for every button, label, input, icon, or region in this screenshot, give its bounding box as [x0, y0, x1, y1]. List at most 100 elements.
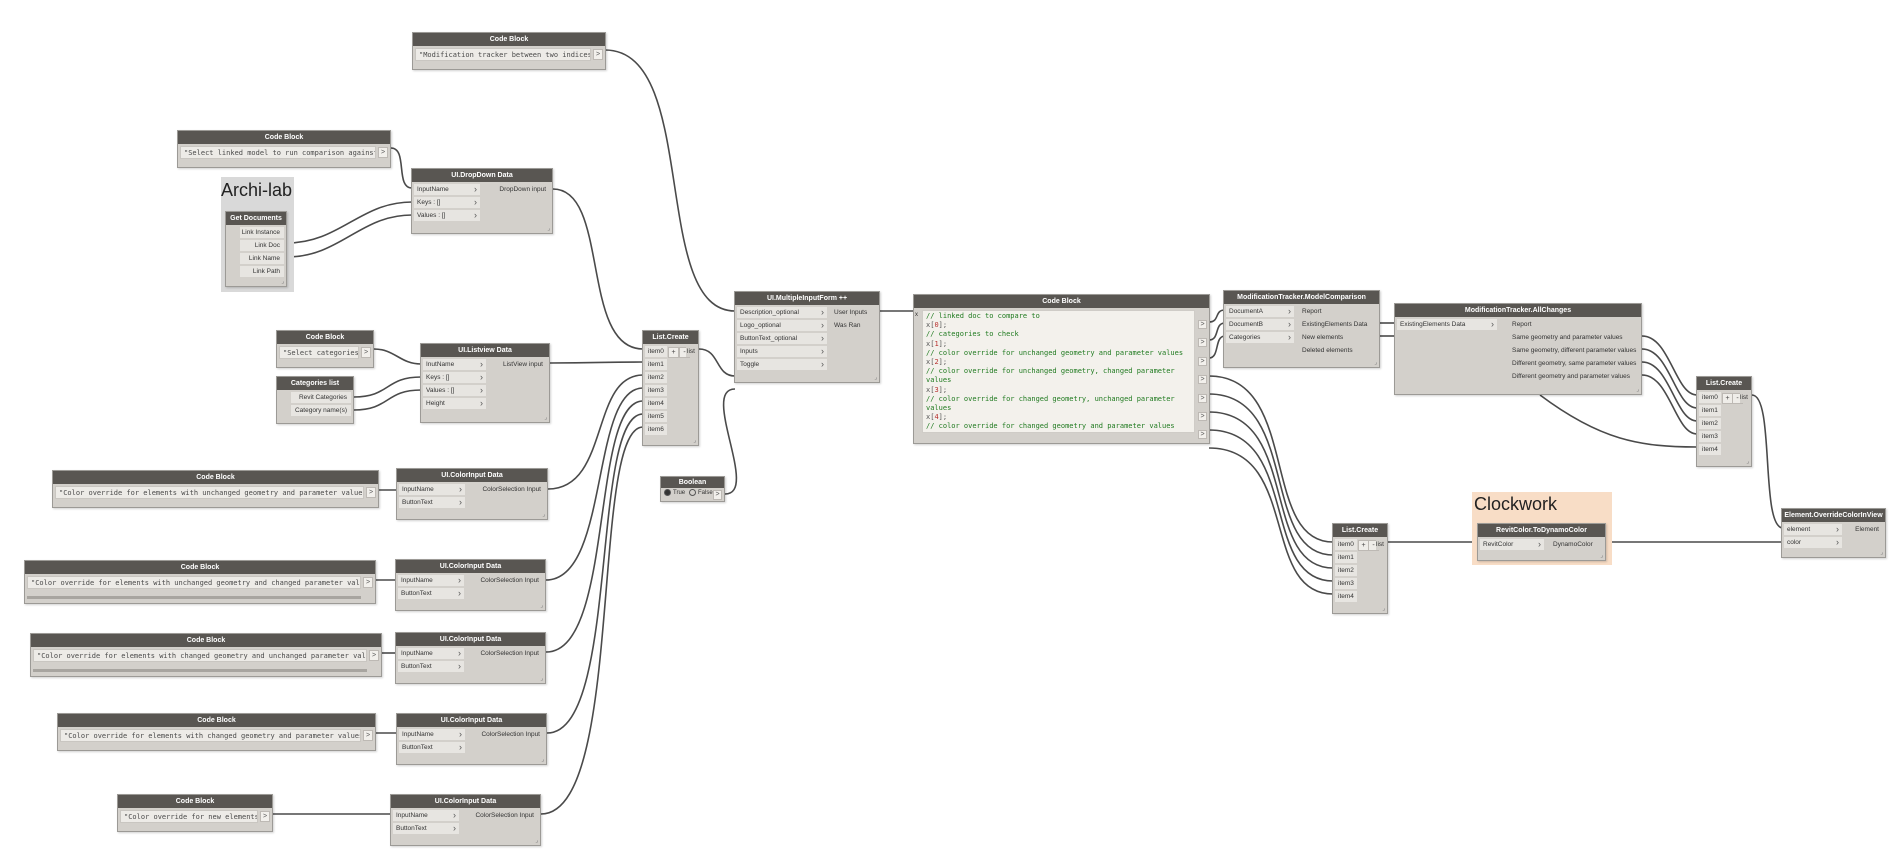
colorinput-data-node-1[interactable]: UI.ColorInput Data InputName ButtonText …: [396, 468, 548, 520]
port-colorselection-output[interactable]: ColorSelection Input: [469, 484, 545, 495]
resize-grip-icon[interactable]: ⌟: [1600, 553, 1603, 559]
resize-grip-icon[interactable]: ⌟: [542, 512, 545, 518]
port-inputname[interactable]: InputName: [414, 184, 480, 195]
model-comparison-node[interactable]: ModificationTracker.ModelComparison Docu…: [1223, 290, 1380, 368]
list-create-node-3[interactable]: List.Create item0 + - list item1 item2 i…: [1332, 523, 1388, 614]
port-item0[interactable]: item0: [1699, 392, 1721, 403]
port-buttontext[interactable]: ButtonText: [399, 742, 465, 753]
colorinput-data-node-2[interactable]: UI.ColorInput Data InputName ButtonText …: [395, 559, 546, 611]
port-logo[interactable]: Logo_optional: [737, 320, 827, 331]
code-block-color5-node[interactable]: Code Block "Color override for new eleme…: [117, 794, 273, 832]
port-item3[interactable]: item3: [1335, 578, 1357, 589]
port-document-a[interactable]: DocumentA: [1226, 306, 1294, 317]
code-output-3-icon[interactable]: >: [1198, 375, 1207, 385]
code-block-categories-node[interactable]: Code Block "Select categories"; >: [276, 330, 374, 368]
categories-list-node[interactable]: Categories list Revit Categories Categor…: [276, 376, 354, 424]
port-description[interactable]: Description_optional: [737, 307, 827, 318]
code-block-color3-node[interactable]: Code Block "Color override for elements …: [30, 633, 382, 677]
port-height[interactable]: Height: [423, 398, 486, 409]
port-element[interactable]: element: [1784, 524, 1842, 535]
list-create-node-2[interactable]: List.Create item0 + - list item1 item2 i…: [1696, 376, 1752, 467]
code-block-linked-model-node[interactable]: Code Block "Select linked model to run c…: [177, 130, 391, 168]
port-element-output[interactable]: Element: [1845, 524, 1883, 535]
out-arrow-icon[interactable]: >: [593, 49, 603, 60]
code-text[interactable]: "Color override for elements with unchan…: [27, 576, 361, 589]
code-output-1-icon[interactable]: >: [1198, 338, 1207, 348]
port-deleted-elements[interactable]: Deleted elements: [1299, 345, 1377, 356]
port-x-input[interactable]: x: [915, 312, 918, 318]
code-scrollbar[interactable]: [33, 669, 367, 672]
code-scrollbar[interactable]: [27, 596, 361, 599]
list-create-node-1[interactable]: List.Create item0 + - list item1 item2 i…: [642, 330, 699, 446]
port-user-inputs[interactable]: User Inputs: [831, 307, 877, 318]
out-arrow-icon[interactable]: >: [260, 811, 270, 822]
port-item6[interactable]: item6: [645, 424, 667, 435]
port-buttontext[interactable]: ButtonText: [393, 823, 459, 834]
port-new-elements[interactable]: New elements: [1299, 332, 1377, 343]
all-changes-node[interactable]: ModificationTracker.AllChanges ExistingE…: [1394, 303, 1642, 395]
port-document-b[interactable]: DocumentB: [1226, 319, 1294, 330]
port-different-geometry-and-params[interactable]: Different geometry and parameter values: [1509, 371, 1639, 382]
port-item1[interactable]: item1: [645, 359, 667, 370]
resize-grip-icon[interactable]: ⌟: [1382, 606, 1385, 612]
port-item2[interactable]: item2: [645, 372, 667, 383]
colorinput-data-node-3[interactable]: UI.ColorInput Data InputName ButtonText …: [395, 632, 546, 684]
port-different-geometry-same-params[interactable]: Different geometry, same parameter value…: [1509, 358, 1639, 369]
resize-grip-icon[interactable]: ⌟: [547, 226, 550, 232]
resize-grip-icon[interactable]: ⌟: [281, 279, 284, 285]
port-keys[interactable]: Keys : []: [414, 197, 480, 208]
code-output-6-icon[interactable]: >: [1198, 430, 1207, 440]
port-buttontext[interactable]: ButtonText: [399, 497, 465, 508]
port-inputs[interactable]: Inputs: [737, 346, 827, 357]
port-item1[interactable]: item1: [1699, 405, 1721, 416]
port-inputname[interactable]: InputName: [393, 810, 459, 821]
code-block-color2-node[interactable]: Code Block "Color override for elements …: [24, 560, 376, 604]
port-existing-elements-data[interactable]: ExistingElements Data: [1299, 319, 1377, 330]
dropdown-data-node[interactable]: UI.DropDown Data InputName Keys : [] Val…: [411, 168, 553, 234]
port-report[interactable]: Report: [1299, 306, 1377, 317]
resize-grip-icon[interactable]: ⌟: [1374, 360, 1377, 366]
port-item3[interactable]: item3: [645, 385, 667, 396]
port-revit-categories[interactable]: Revit Categories: [291, 392, 351, 403]
port-colorselection-output[interactable]: ColorSelection Input: [462, 810, 538, 821]
port-colorselection-output[interactable]: ColorSelection Input: [468, 729, 544, 740]
code-text[interactable]: "Color override for elements with change…: [33, 649, 367, 662]
code-text[interactable]: "Modification tracker between two indice…: [415, 48, 591, 61]
boolean-node[interactable]: Boolean True False >: [660, 476, 725, 502]
port-toggle[interactable]: Toggle: [737, 359, 827, 370]
code-output-2-icon[interactable]: >: [1198, 356, 1207, 366]
port-existing-elements-data[interactable]: ExistingElements Data: [1397, 319, 1497, 330]
resize-grip-icon[interactable]: ⌟: [1880, 550, 1883, 556]
port-dropdown-output[interactable]: DropDown input: [482, 184, 550, 195]
resize-grip-icon[interactable]: ⌟: [540, 603, 543, 609]
radio-false[interactable]: False: [689, 489, 713, 498]
radio-true[interactable]: True: [664, 489, 685, 498]
port-item0[interactable]: item0: [645, 346, 667, 357]
out-arrow-icon[interactable]: >: [713, 490, 722, 500]
resize-grip-icon[interactable]: ⌟: [541, 757, 544, 763]
colorinput-data-node-5[interactable]: UI.ColorInput Data InputName ButtonText …: [390, 794, 541, 846]
port-item1[interactable]: item1: [1335, 552, 1357, 563]
code-text[interactable]: "Select categories";: [279, 346, 359, 359]
port-buttontext[interactable]: ButtonText: [398, 588, 464, 599]
resize-grip-icon[interactable]: ⌟: [874, 375, 877, 381]
get-documents-node[interactable]: Get Documents Link Instance Link Doc Lin…: [225, 211, 287, 287]
port-inputname[interactable]: InputName: [398, 648, 464, 659]
code-block-main-node[interactable]: Code Block x // linked doc to compare to…: [913, 294, 1210, 444]
port-buttontext[interactable]: ButtonText: [398, 661, 464, 672]
override-color-in-view-node[interactable]: Element.OverrideColorInView element colo…: [1781, 508, 1886, 558]
port-item2[interactable]: item2: [1335, 565, 1357, 576]
resize-grip-icon[interactable]: ⌟: [693, 438, 696, 444]
resize-grip-icon[interactable]: ⌟: [1746, 459, 1749, 465]
port-list-output[interactable]: list: [1376, 539, 1385, 550]
port-item2[interactable]: item2: [1699, 418, 1721, 429]
code-text[interactable]: "Color override for elements with unchan…: [55, 486, 364, 499]
port-color[interactable]: color: [1784, 537, 1842, 548]
port-link-instance[interactable]: Link Instance: [240, 227, 284, 238]
port-colorselection-output[interactable]: ColorSelection Input: [467, 648, 543, 659]
port-revitcolor[interactable]: RevitColor: [1480, 539, 1544, 550]
port-same-geometry-different-params[interactable]: Same geometry, different parameter value…: [1509, 345, 1639, 356]
out-arrow-icon[interactable]: >: [369, 650, 379, 661]
port-item5[interactable]: item5: [645, 411, 667, 422]
